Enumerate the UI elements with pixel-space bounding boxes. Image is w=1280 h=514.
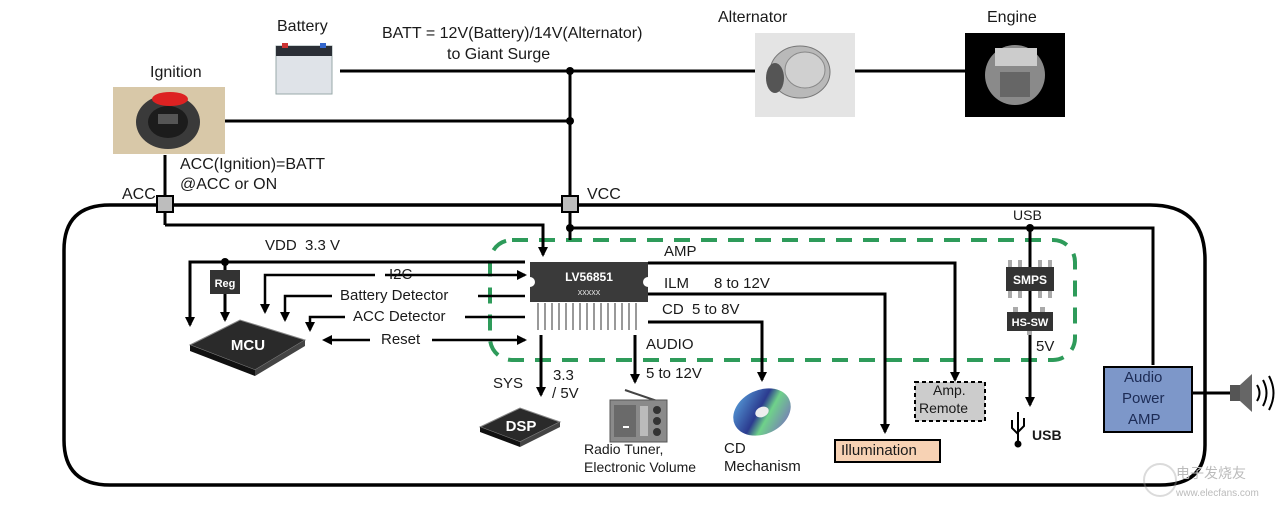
amp-remote-box <box>914 381 986 422</box>
sys-voltage-line1: 3.3 <box>553 367 574 384</box>
radio-label-line2: Electronic Volume <box>584 459 697 475</box>
acc-desc-line2: @ACC or ON <box>180 176 278 193</box>
enclosure-outline <box>62 203 1207 487</box>
acc-label: ACC <box>122 186 156 203</box>
engine-icon <box>965 33 1065 117</box>
audio-amp-line3: AMP <box>1128 411 1161 428</box>
battery-detector-label: Battery Detector <box>340 287 449 304</box>
watermark-url: www.elecfans.com <box>1176 488 1259 499</box>
watermark-text: 电子发烧友 <box>1176 465 1246 481</box>
battery-label: Battery <box>277 18 328 35</box>
alternator-label: Alternator <box>718 9 788 26</box>
cd-line <box>648 320 767 382</box>
usb-icon <box>1011 412 1025 448</box>
vdd-label: VDD 3.3 V <box>265 237 341 254</box>
batt-label-line1: BATT = 12V(Battery)/14V(Alternator) <box>382 25 643 42</box>
cd-icon <box>733 388 791 436</box>
ignition-icon <box>113 87 225 154</box>
amp-label: AMP <box>664 243 697 260</box>
cd-mechanism-line1: CD <box>724 440 746 457</box>
battery-icon <box>275 43 333 95</box>
sys-label: SYS <box>493 375 524 392</box>
five-volt-label: 5V <box>1036 338 1055 355</box>
ilm-line <box>648 292 890 434</box>
mcu-label: MCU <box>231 337 265 354</box>
vdd-line <box>185 260 525 327</box>
hssw-label: HS-SW <box>1012 317 1049 329</box>
speaker-icon <box>1230 374 1275 412</box>
sys-voltage-line2: / 5V <box>552 385 579 402</box>
hssw-chip <box>1007 307 1053 335</box>
usb-top-label: USB <box>1013 207 1042 223</box>
reg-chip <box>210 270 240 294</box>
radio-label-line1: Radio Tuner, <box>584 441 664 457</box>
audio-amp-line1: Audio <box>1124 369 1163 386</box>
amp-line <box>648 261 960 382</box>
illumination-box <box>834 439 941 463</box>
audio-voltage: 5 to 12V <box>646 365 702 382</box>
usb-port-label: USB <box>1032 427 1062 443</box>
acc-desc-line1: ACC(Ignition)=BATT <box>180 156 326 173</box>
integrated-group-boundary <box>488 238 1077 362</box>
alternator-icon <box>755 33 855 117</box>
batt-label-line2: to Giant Surge <box>447 46 551 63</box>
dsp-chip <box>478 407 562 447</box>
cd-mechanism-line2: Mechanism <box>724 458 801 475</box>
acc-to-ic <box>165 223 548 257</box>
i2c-label: I2C <box>389 266 413 283</box>
reset-label: Reset <box>381 331 421 348</box>
lv56851-ic <box>525 262 653 330</box>
ignition-label: Ignition <box>150 64 202 81</box>
smps-chip <box>1006 260 1054 298</box>
acc-connector <box>156 195 174 213</box>
cd-voltage-label: CD 5 to 8V <box>662 301 740 318</box>
vcc-label: VCC <box>587 186 621 203</box>
illumination-label: Illumination <box>841 442 917 459</box>
ilm-voltage: 8 to 12V <box>714 275 770 292</box>
smps-label: SMPS <box>1013 273 1047 287</box>
ic-label: LV56851 <box>565 270 613 284</box>
ilm-label: ILM <box>664 275 690 292</box>
ic-sublabel: xxxxx <box>578 287 601 297</box>
audio-amp-line2: Power <box>1122 390 1165 407</box>
dsp-label: DSP <box>506 418 537 435</box>
audio-label: AUDIO <box>646 336 694 353</box>
reg-label: Reg <box>215 278 236 290</box>
amp-remote-line2: Remote <box>919 400 969 416</box>
audio-power-amp <box>1103 366 1193 433</box>
vcc-connector <box>561 195 579 213</box>
radio-icon <box>609 389 668 443</box>
engine-label: Engine <box>987 9 1037 26</box>
vcc-rail <box>570 226 1155 365</box>
mcu-chip <box>188 319 307 376</box>
amp-remote-line1: Amp. <box>933 382 966 398</box>
acc-detector-label: ACC Detector <box>353 308 446 325</box>
watermark-logo <box>1143 463 1177 497</box>
